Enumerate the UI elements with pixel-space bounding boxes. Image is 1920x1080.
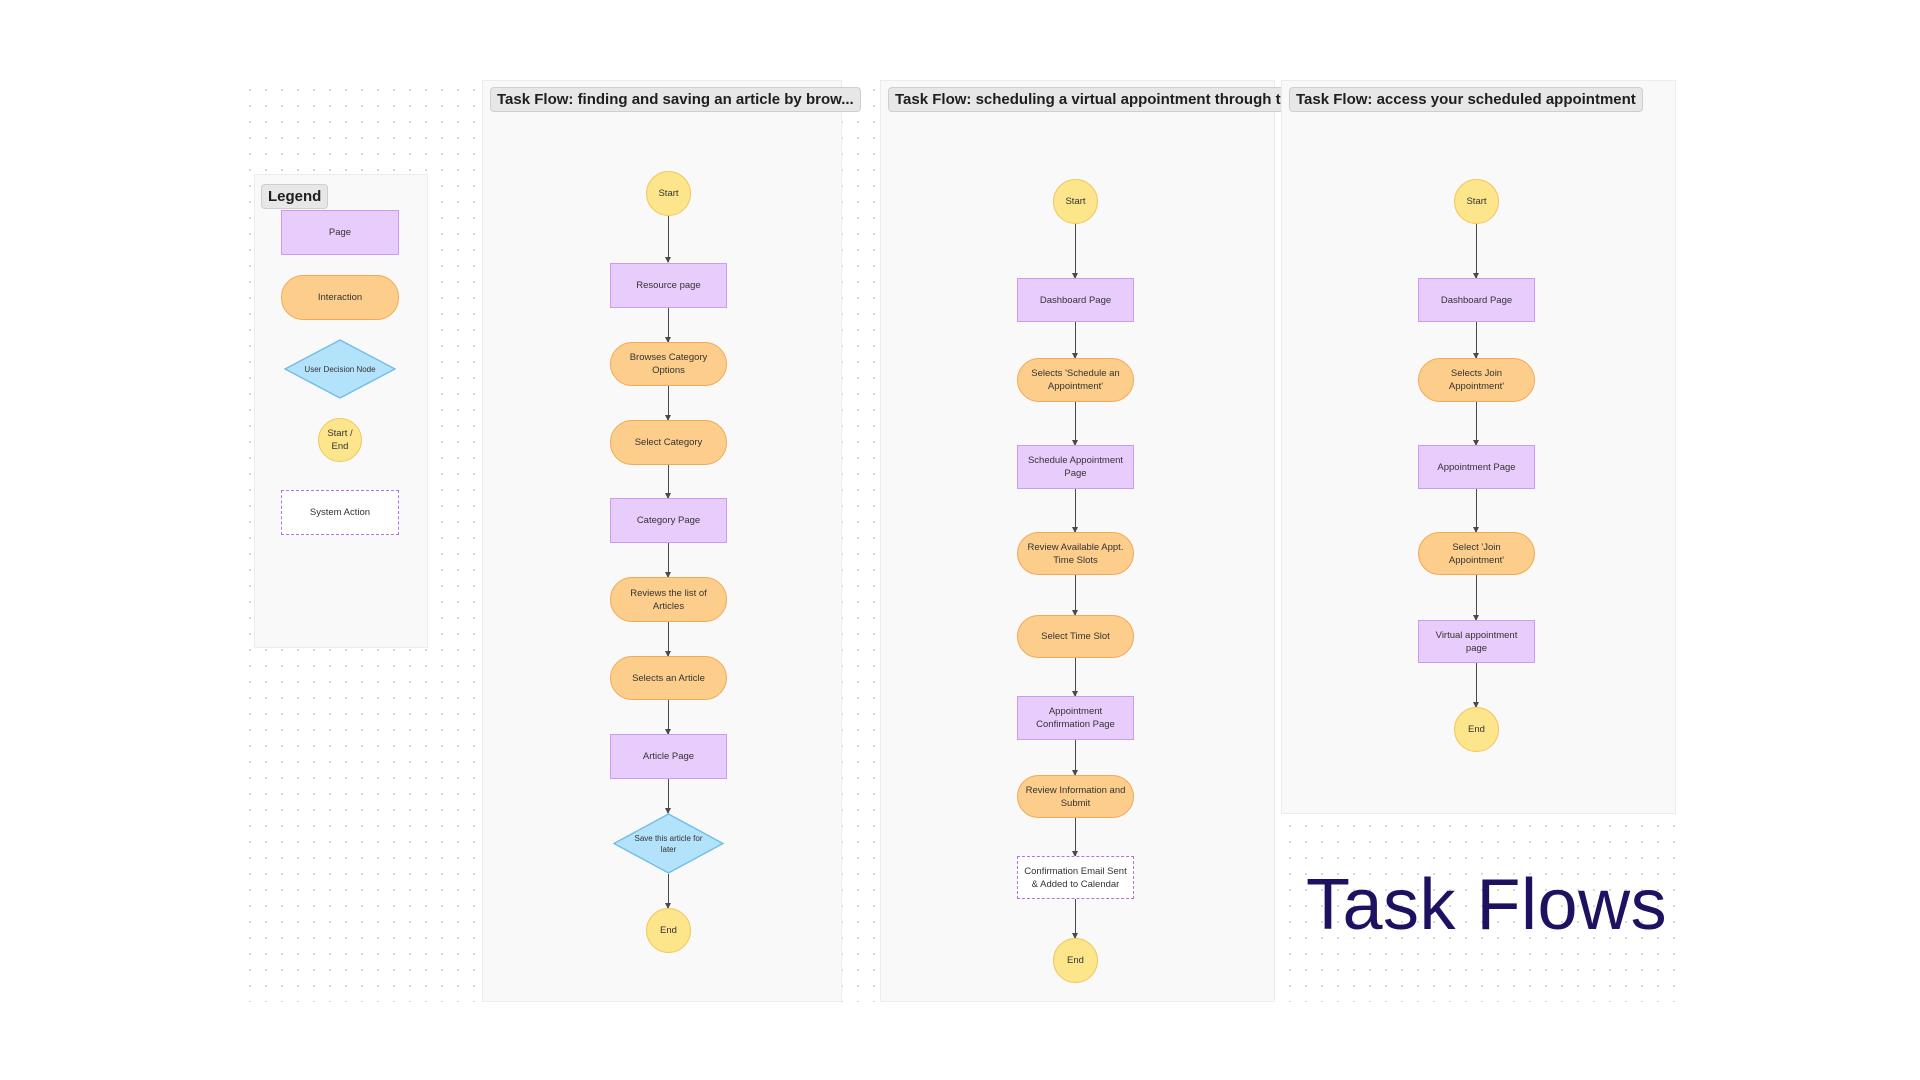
flow-1-start-node[interactable]: Start xyxy=(646,171,691,216)
flow-2-edge xyxy=(1070,899,1080,939)
flow-1-edge xyxy=(663,465,673,499)
flow-2-interaction-node[interactable]: Review Information and Submit xyxy=(1017,775,1134,818)
flow-1-interaction-node[interactable]: Select Category xyxy=(610,420,727,465)
flow-1-interaction-node[interactable]: Reviews the list of Articles xyxy=(610,577,727,622)
flow-2-page-node[interactable]: Schedule Appointment Page xyxy=(1017,445,1134,489)
flow-3-edge xyxy=(1471,322,1481,359)
flow-2-edge xyxy=(1070,489,1080,533)
legend-decision-node[interactable]: User Decision Node xyxy=(284,339,396,399)
flow-3-interaction-node[interactable]: Selects Join Appointment' xyxy=(1418,358,1535,402)
flow-1-interaction-node[interactable]: Selects an Article xyxy=(610,656,727,700)
flow-1-edge xyxy=(663,700,673,735)
flow-2-edge xyxy=(1070,658,1080,697)
page-heading: Task Flows xyxy=(1306,865,1668,945)
flow-1-end-node[interactable]: End xyxy=(646,908,691,953)
flow-1-edge xyxy=(663,216,673,263)
flow-2-edge xyxy=(1070,575,1080,616)
flow-3-edge xyxy=(1471,575,1481,621)
flow-3-edge xyxy=(1471,224,1481,279)
flow-2-edge xyxy=(1070,818,1080,857)
flow-2-edge xyxy=(1070,402,1080,446)
flow-2-page-node[interactable]: Appointment Confirmation Page xyxy=(1017,696,1134,740)
diamond-shape xyxy=(284,339,396,399)
flow-2-edge xyxy=(1070,224,1080,279)
flow-3-edge xyxy=(1471,489,1481,533)
flow-2-system-node[interactable]: Confirmation Email Sent & Added to Calen… xyxy=(1017,856,1134,899)
flow-2-end-node[interactable]: End xyxy=(1053,938,1098,983)
flow-3-page-node[interactable]: Appointment Page xyxy=(1418,445,1535,489)
flow-1-page-node[interactable]: Category Page xyxy=(610,498,727,543)
flow-1-edge xyxy=(663,779,673,814)
flow-1-edge xyxy=(663,874,673,909)
flow-1-title: Task Flow: finding and saving an article… xyxy=(490,87,861,112)
flow-3-interaction-node[interactable]: Select 'Join Appointment' xyxy=(1418,532,1535,575)
flow-1-edge xyxy=(663,543,673,578)
flow-2-frame[interactable]: Task Flow: scheduling a virtual appointm… xyxy=(880,80,1301,1002)
flow-1-page-node[interactable]: Article Page xyxy=(610,734,727,779)
legend-system-node[interactable]: System Action xyxy=(281,490,399,535)
flow-2-interaction-node[interactable]: Select Time Slot xyxy=(1017,615,1134,658)
flow-2-edge xyxy=(1070,740,1080,776)
flow-3-edge xyxy=(1471,402,1481,446)
flow-1-interaction-node[interactable]: Browses Category Options xyxy=(610,342,727,386)
flow-1-edge xyxy=(663,308,673,343)
diamond-shape xyxy=(613,813,724,874)
legend-interaction-node[interactable]: Interaction xyxy=(281,275,399,320)
flow-3-page-node[interactable]: Virtual appointment page xyxy=(1418,620,1535,663)
legend-title: Legend xyxy=(261,184,329,209)
flow-2-interaction-node[interactable]: Selects 'Schedule an Appointment' xyxy=(1017,358,1134,402)
flow-3-end-node[interactable]: End xyxy=(1454,707,1499,752)
legend-decision-label: User Decision Node xyxy=(304,364,376,374)
flow-1-edge xyxy=(663,386,673,421)
flow-2-interaction-node[interactable]: Review Available Appt. Time Slots xyxy=(1017,532,1134,575)
flow-2-title: Task Flow: scheduling a virtual appointm… xyxy=(888,87,1301,112)
flow-3-title: Task Flow: access your scheduled appoint… xyxy=(1289,87,1643,112)
flow-2-edge xyxy=(1070,322,1080,359)
flow-2-page-node[interactable]: Dashboard Page xyxy=(1017,278,1134,322)
flow-3-start-node[interactable]: Start xyxy=(1454,179,1499,224)
flow-1-decision-label: Save this article for later xyxy=(634,833,703,854)
flow-1-decision-node[interactable]: Save this article for later xyxy=(613,813,724,874)
legend-page-node[interactable]: Page xyxy=(281,210,399,255)
flow-1-edge xyxy=(663,622,673,657)
legend-startend-node[interactable]: Start / End xyxy=(318,418,362,462)
flow-1-page-node[interactable]: Resource page xyxy=(610,263,727,308)
flow-3-edge xyxy=(1471,663,1481,708)
flow-3-page-node[interactable]: Dashboard Page xyxy=(1418,278,1535,322)
flow-2-start-node[interactable]: Start xyxy=(1053,179,1098,224)
